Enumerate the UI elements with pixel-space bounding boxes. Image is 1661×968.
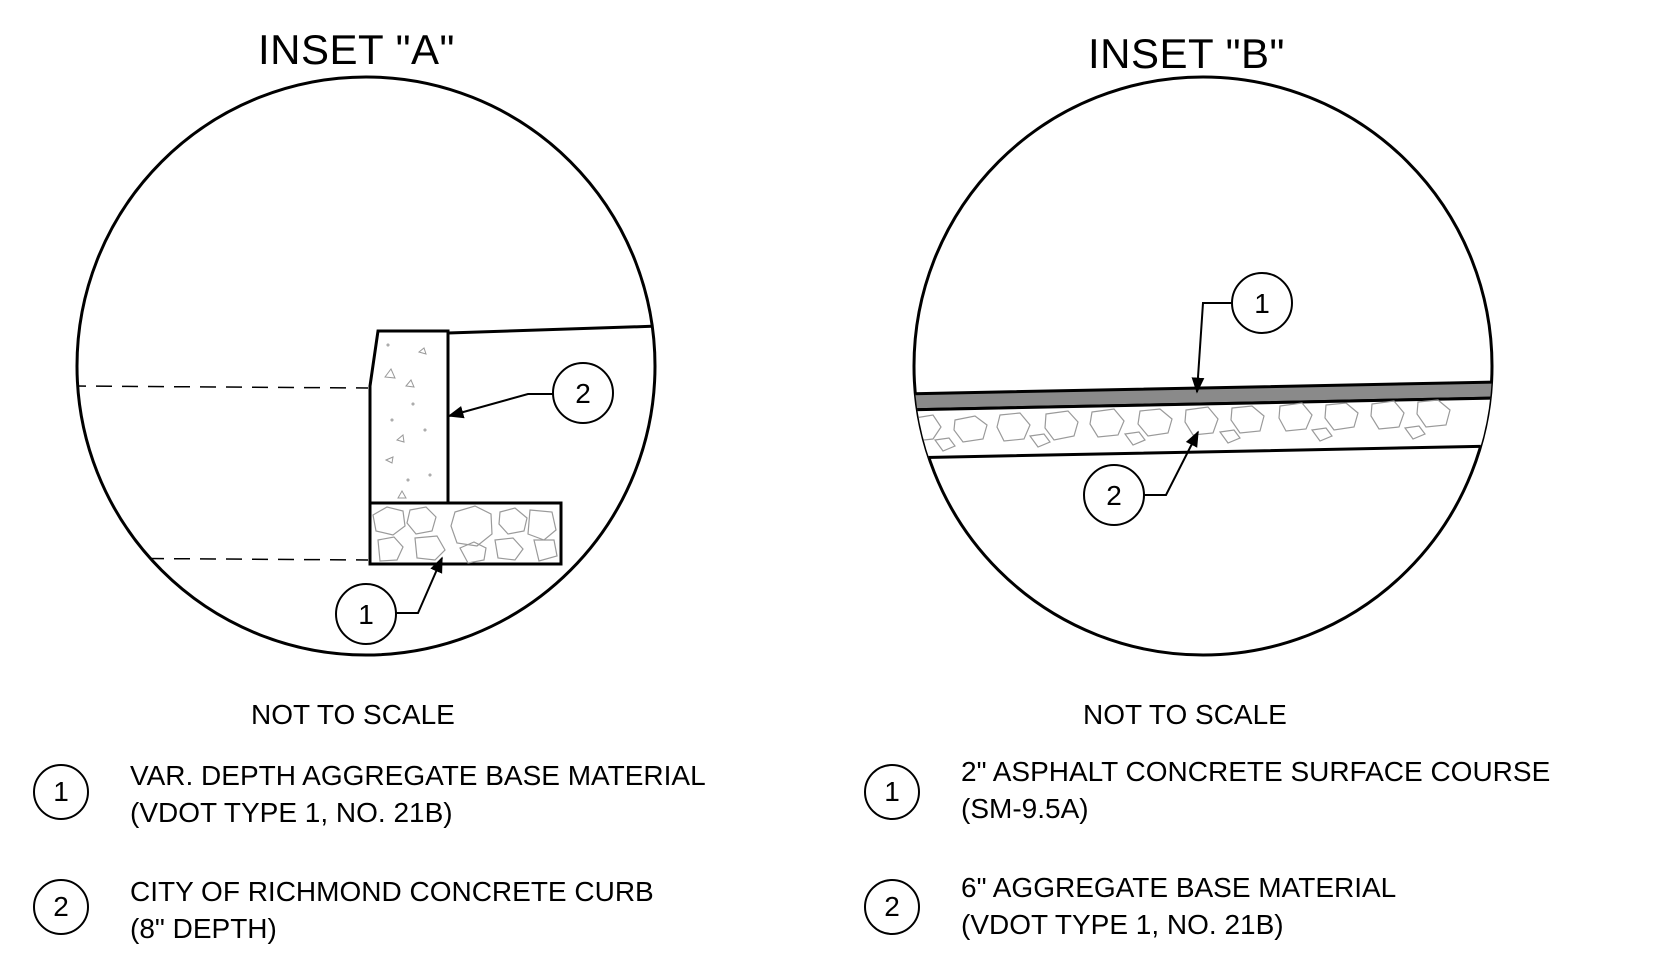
inset-b-title: INSET "B" (1088, 30, 1285, 77)
legend-b-2-line1: 6" AGGREGATE BASE MATERIAL (961, 872, 1397, 903)
inset-b-callout-2-label: 2 (1106, 480, 1122, 511)
inset-a-detail: 2 1 (75, 75, 657, 657)
legend-b-2-number: 2 (864, 879, 920, 935)
inset-a-callout-2-label: 2 (575, 378, 591, 409)
inset-a-callout-2: 2 (447, 362, 614, 424)
aggregate-base-layer (914, 396, 1492, 460)
legend-a-1-number: 1 (33, 764, 89, 820)
concrete-curb (368, 329, 450, 505)
legend-a-2-line1: CITY OF RICHMOND CONCRETE CURB (130, 876, 654, 907)
dashed-line-lower (77, 557, 369, 561)
surface-line (447, 324, 655, 335)
legend-b-1-line1: 2" ASPHALT CONCRETE SURFACE COURSE (961, 756, 1551, 787)
inset-b-callout-1: 1 (1191, 272, 1293, 394)
legend-a-1-line2: (VDOT TYPE 1, NO. 21B) (130, 797, 453, 828)
inset-b-detail: 1 2 (912, 75, 1494, 657)
aggregate-hatch (372, 505, 558, 564)
inset-b-callout-2: 2 (1083, 430, 1199, 526)
inset-a-title: INSET "A" (258, 26, 455, 73)
inset-a-circle (75, 75, 657, 657)
legend-a-1-line1: VAR. DEPTH AGGREGATE BASE MATERIAL (130, 760, 706, 791)
inset-b-scale-note: NOT TO SCALE (1083, 699, 1287, 730)
inset-b-callout-1-label: 1 (1254, 288, 1270, 319)
dashed-line-upper (77, 385, 369, 389)
inset-b-circle (912, 75, 1494, 657)
concrete-stipple (384, 343, 432, 499)
legend-b-1-line2: (SM-9.5A) (961, 793, 1089, 824)
legend-b-1-number: 1 (864, 764, 920, 820)
inset-a-scale-note: NOT TO SCALE (251, 699, 455, 730)
legend-a-2-number: 2 (33, 879, 89, 935)
legend-a-2-line2: (8" DEPTH) (130, 913, 277, 944)
aggregate-base-block (368, 501, 563, 566)
aggregate-base-hatch (914, 399, 1451, 452)
legend-b-2-line2: (VDOT TYPE 1, NO. 21B) (961, 909, 1284, 940)
inset-a-callout-1: 1 (335, 556, 443, 645)
asphalt-course (914, 380, 1492, 412)
inset-a-callout-1-label: 1 (358, 599, 374, 630)
